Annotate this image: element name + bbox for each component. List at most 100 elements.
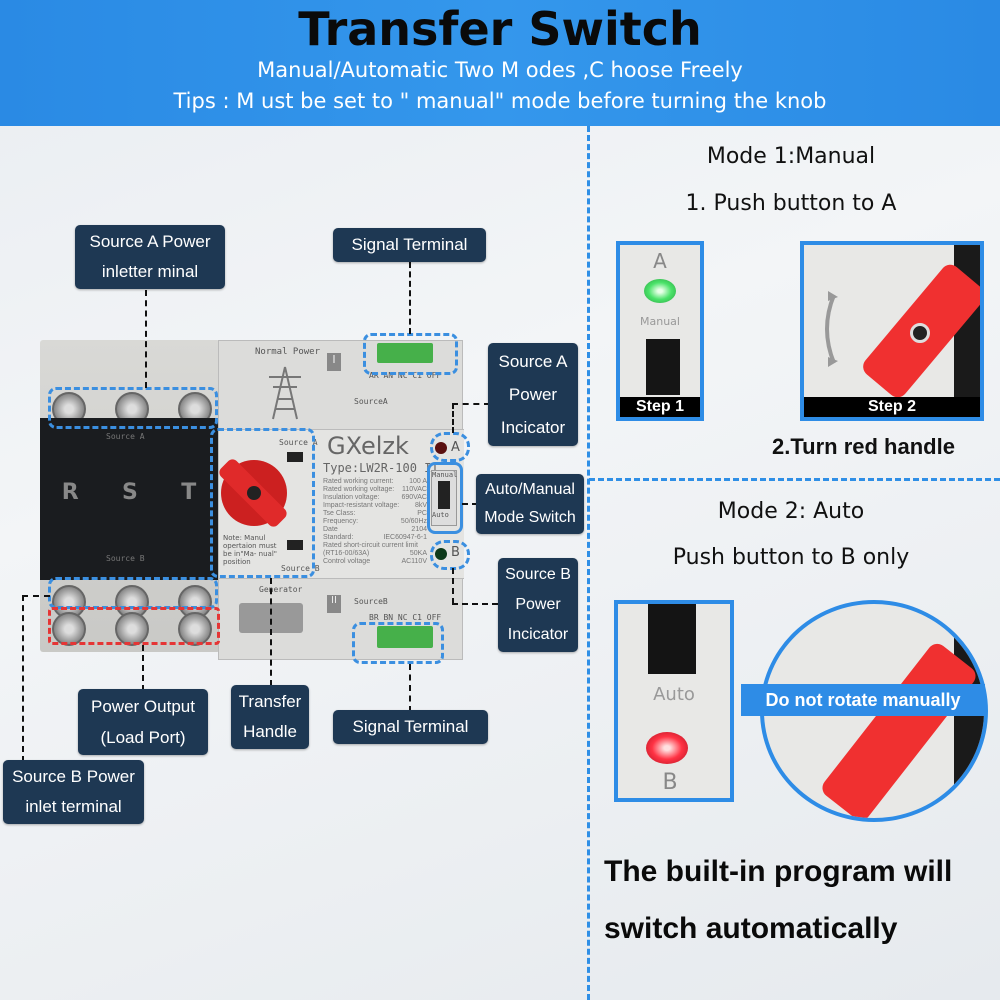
spec-row: Rated short-circuit current limit (323, 542, 427, 550)
spec-cell: 110VAC (401, 486, 427, 493)
label-line: Power Output (91, 697, 195, 716)
signal-top-highlight (363, 333, 458, 375)
spec-cell: Rated working current: (323, 478, 394, 485)
rotate-arrow-icon (825, 291, 838, 367)
switch-auto-text: Auto (432, 511, 449, 519)
mode2-title: Mode 2: Auto (717, 499, 865, 524)
spec-row: Tse Class: PC (323, 510, 427, 518)
spec-cell: Standard: (323, 534, 354, 541)
switch-highlight (427, 462, 463, 534)
type-text: Type:LW2R-100 II (323, 461, 439, 475)
label-source-b-inlet: Source B Power inlet terminal (3, 760, 144, 824)
front-panel: Source A Note: Manul opertaion must be i… (216, 429, 464, 579)
spec-cell: 100 A (409, 478, 427, 485)
terminal-labels-bottom: BR BN NC C1 OFF (369, 613, 442, 622)
spec-cell: 2104 (411, 526, 427, 533)
spec-cell: 8kV (414, 502, 427, 509)
device: Source A R S T Source B Normal Power I A… (40, 340, 465, 665)
label-signal-terminal-bottom: Signal Terminal (333, 710, 488, 744)
leader-line (22, 595, 50, 597)
slide-switch-icon (646, 339, 680, 395)
step2-image: Step 2 (800, 241, 984, 421)
spec-cell: Tse Class: (323, 510, 356, 517)
signal-bottom-highlight (352, 622, 444, 664)
vertical-divider (587, 126, 590, 1000)
output-highlight (48, 607, 220, 645)
mode2-step-text: Push button to B only (672, 545, 910, 570)
source-b-inlet-highlight (48, 577, 218, 609)
handle-screw-icon (247, 486, 261, 500)
spec-cell: PC (417, 510, 427, 517)
phase-cover: Source A R S T Source B (40, 418, 218, 580)
phase-t: T (181, 480, 197, 505)
auto-switch-label: Auto (653, 684, 695, 705)
module-1-badge: I (327, 353, 341, 371)
pylon-icon (269, 366, 301, 420)
spec-row: Standard: IEC60947-6-1 (323, 534, 427, 542)
switch-slider[interactable] (438, 481, 450, 509)
leader-line (452, 403, 454, 433)
turn-handle-text: 2.Turn red handle (772, 434, 955, 459)
label-line: inlet terminal (25, 797, 122, 816)
label-line: Source B (505, 566, 571, 583)
leader-line (452, 568, 454, 604)
label-line: Power (508, 385, 558, 404)
window-a (287, 452, 303, 462)
mode-switch[interactable]: Manual Auto (431, 470, 457, 526)
label-source-a-inlet: Source A Power inletter minal (75, 225, 225, 289)
indicator-a-letter: A (451, 440, 460, 455)
label-line: Incicator (500, 418, 566, 437)
leader-line (270, 578, 272, 686)
switch-manual-text: Manual (432, 471, 458, 479)
signal-terminal-block-bottom (377, 626, 433, 648)
generator-text: Generator (259, 585, 303, 594)
subtitle: Manual/Automatic Two M odes ,C hoose Fre… (257, 58, 743, 82)
spec-row: Impact-resistant voltage:8kV (323, 502, 427, 510)
source-a-text: Source A (106, 432, 145, 441)
tips: Tips : M ust be set to " manual" mode be… (173, 89, 827, 113)
spec-cell: IEC60947-6-1 (383, 534, 427, 541)
green-led-icon (644, 279, 676, 303)
label-line: Auto/Manual (485, 481, 575, 498)
slide-switch-icon (648, 604, 696, 674)
label-line: Source A Power (89, 232, 211, 251)
source-a-small: SourceA (354, 397, 388, 406)
source-b-small: SourceB (354, 597, 388, 606)
spec-row: Frequency:50/60Hz (323, 518, 427, 526)
label-line: (Load Port) (100, 728, 186, 747)
spec-cell: Insulation voltage: (323, 494, 380, 501)
leader-line (22, 595, 24, 762)
label-line: Transfer (238, 692, 302, 711)
auto-image: Auto B (614, 600, 734, 802)
spec-cell: Control voltage (323, 558, 371, 565)
led-a-highlight (430, 432, 470, 462)
leader-line (462, 503, 478, 505)
leader-line (145, 290, 147, 388)
brand-logo: GXelzk (327, 432, 409, 460)
knob-source-b: Source B (281, 564, 320, 573)
label-line: inletter minal (101, 262, 199, 281)
step1-switch-label: Manual (640, 315, 680, 328)
label-line: Source B Power (12, 767, 135, 786)
spec-cell: AC110V (401, 558, 427, 565)
mode1-title: Mode 1:Manual (706, 144, 876, 169)
window-b (287, 540, 303, 550)
leader-line (452, 603, 498, 605)
spec-cell: 50KA (409, 550, 427, 557)
screw-icon (115, 612, 149, 646)
warning-banner: Do not rotate manually (741, 684, 985, 716)
label-signal-terminal-top: Signal Terminal (333, 228, 486, 262)
leader-line (452, 403, 490, 405)
label-line: Incicator (507, 626, 569, 643)
footer-line-2: switch automatically (604, 912, 898, 945)
spec-cell: (RT16-00/63A) (323, 550, 370, 557)
spec-row: (RT16-00/63A) 50KA (323, 550, 427, 558)
spec-cell: Rated working voltage: (323, 486, 395, 493)
switch-module: Normal Power I AR AN NC C1 OFF SourceA S… (216, 340, 464, 660)
screw-icon (52, 612, 86, 646)
leader-line (142, 645, 144, 691)
label-line: Power (515, 596, 561, 613)
